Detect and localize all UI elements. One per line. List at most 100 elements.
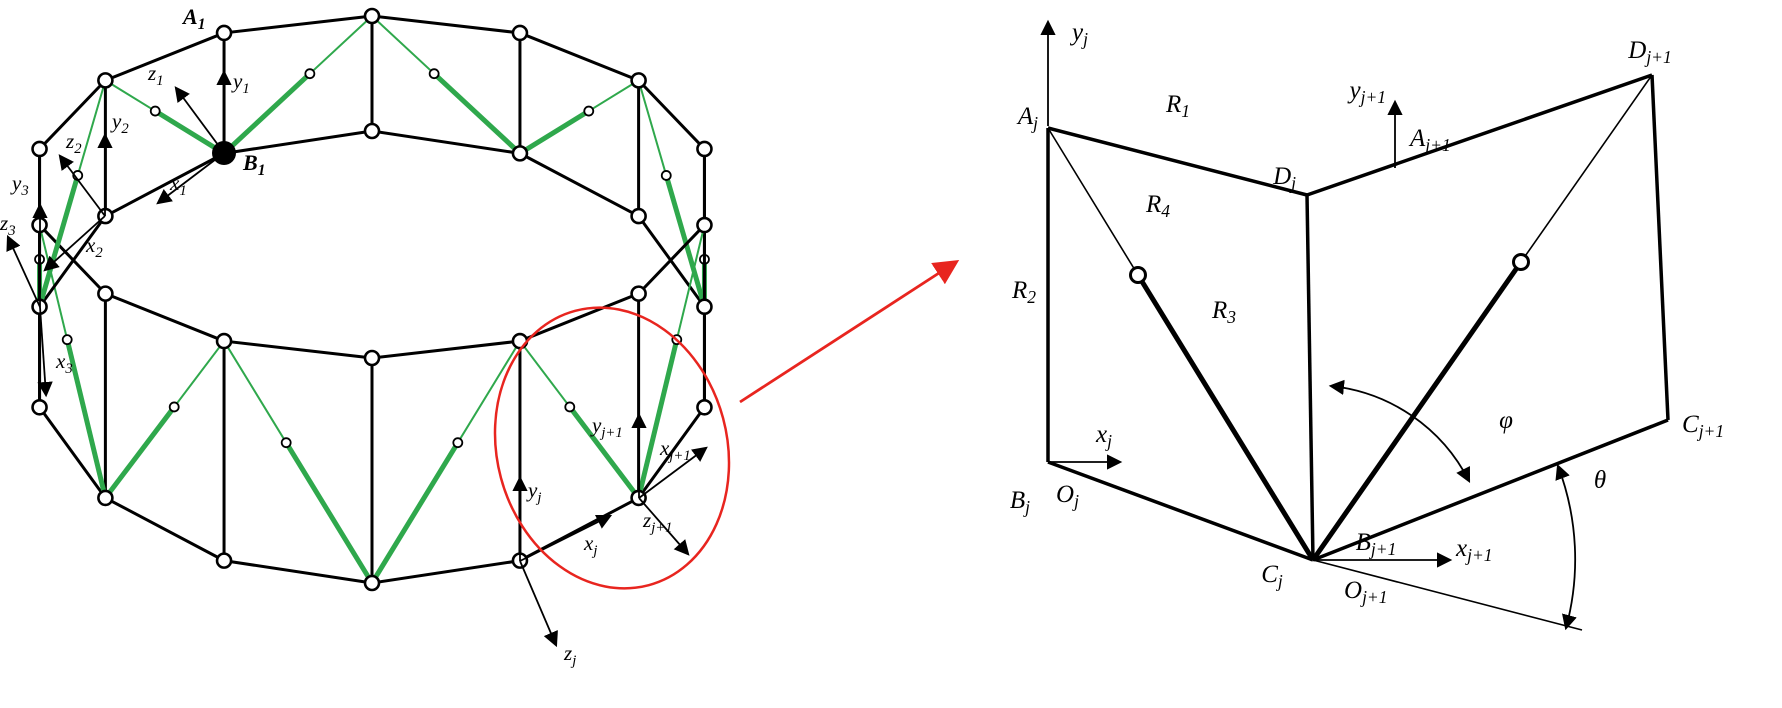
frame1-y-label: y1 bbox=[231, 69, 250, 97]
brace-joint bbox=[583, 105, 595, 117]
r1-label: R1 bbox=[1165, 91, 1190, 121]
brace-link-thin bbox=[637, 80, 668, 176]
brace-link-thin bbox=[519, 340, 571, 408]
ring-bottom-chord bbox=[223, 129, 373, 155]
revolute-joint-left bbox=[1129, 266, 1147, 284]
bj1-label: Bj+1 bbox=[1356, 529, 1397, 559]
ring-top-chord bbox=[637, 224, 706, 295]
edge-aj-dj bbox=[1047, 126, 1308, 197]
frame3-x-axis bbox=[37, 306, 53, 398]
ring-top-chord bbox=[104, 31, 225, 82]
ring-node bbox=[696, 216, 713, 234]
ring-node bbox=[696, 140, 713, 158]
framej1-z-axis bbox=[638, 497, 690, 556]
cj-label: Cj bbox=[1261, 561, 1283, 591]
dj1-label: Dj+1 bbox=[1627, 37, 1671, 67]
brace-rod-thick bbox=[369, 441, 460, 585]
node-a1-label: A1 bbox=[181, 4, 205, 33]
link-r4-right bbox=[1520, 74, 1653, 263]
brace-link-thin bbox=[675, 224, 706, 340]
frame3-z-axis bbox=[6, 234, 41, 308]
brace-rod-thick bbox=[518, 108, 591, 156]
frame2-x-label: x2 bbox=[85, 233, 103, 261]
brace-rod-thick bbox=[636, 339, 680, 499]
oj1-label: Oj+1 bbox=[1344, 577, 1387, 607]
ring-bottom-chord bbox=[519, 152, 640, 218]
brace-link-thin bbox=[223, 340, 288, 444]
yj1-axis-label: yj+1 bbox=[1346, 77, 1386, 107]
rod-r3 bbox=[1135, 273, 1316, 562]
ring-node bbox=[511, 24, 529, 42]
oj-label: Oj bbox=[1056, 481, 1079, 511]
highlight-ellipse bbox=[493, 306, 731, 590]
ring-top-chord bbox=[519, 31, 640, 82]
theta-angle-arc bbox=[1555, 463, 1577, 631]
brace-joint bbox=[61, 334, 73, 346]
edge-dj1-cj1 bbox=[1650, 74, 1670, 421]
frame2-y-label: y2 bbox=[110, 109, 129, 137]
ring-node bbox=[215, 24, 233, 42]
ring-bottom-chord bbox=[38, 406, 107, 499]
frame3-x-label: x3 bbox=[55, 349, 73, 377]
ring-node bbox=[31, 398, 48, 416]
ring-top-chord bbox=[519, 292, 640, 343]
brace-joint bbox=[452, 437, 464, 449]
brace-rod-thick bbox=[432, 71, 522, 156]
framej-z-label: zj bbox=[563, 641, 576, 669]
ring-node bbox=[97, 285, 114, 302]
revolute-joint-right bbox=[1512, 253, 1530, 271]
aj-label: Aj bbox=[1016, 103, 1038, 133]
ring-node bbox=[511, 145, 529, 162]
ring-node bbox=[630, 207, 647, 225]
dj-label: Dj bbox=[1272, 163, 1296, 193]
ring-node bbox=[31, 140, 48, 158]
framej-x-axis bbox=[519, 514, 613, 562]
ring-node bbox=[511, 332, 529, 350]
ring-truss-structure bbox=[31, 7, 713, 592]
theta-reference-line bbox=[1312, 559, 1583, 631]
frame1-z-axis bbox=[174, 86, 225, 154]
xj-axis-label: xj bbox=[1095, 421, 1112, 451]
phi-label: φ bbox=[1499, 407, 1513, 434]
ring-node bbox=[215, 332, 233, 350]
frame1-x-label: x1 bbox=[169, 171, 187, 199]
ring-bottom-chord bbox=[371, 559, 521, 585]
ring-node bbox=[630, 72, 647, 89]
ring-node bbox=[363, 122, 381, 140]
brace-link-thin bbox=[104, 79, 156, 112]
brace-rod-thick bbox=[103, 405, 177, 500]
edge-cj1-oj1 bbox=[1312, 418, 1669, 562]
rod-r3-right bbox=[1310, 260, 1524, 562]
brace-rod-thick bbox=[567, 405, 641, 500]
ring-top-chord bbox=[223, 339, 373, 360]
brace-link-thin bbox=[38, 224, 69, 340]
ring-node bbox=[363, 7, 381, 25]
phi-angle-arc bbox=[1328, 379, 1471, 484]
frame3-z-label: z3 bbox=[0, 211, 16, 239]
ring-node bbox=[696, 298, 713, 316]
ring-bottom-chord bbox=[38, 215, 107, 308]
yj-axis-label: yj bbox=[1069, 19, 1088, 49]
brace-joint bbox=[564, 401, 576, 413]
ring-bottom-chord bbox=[104, 496, 225, 562]
brace-link-thin bbox=[76, 80, 107, 176]
ring-top-chord bbox=[371, 14, 521, 35]
ring-bottom-chord bbox=[104, 152, 225, 218]
brace-rod-thick bbox=[222, 71, 312, 156]
ring-bottom-chord bbox=[223, 559, 373, 585]
brace-link-thin bbox=[309, 15, 373, 75]
ring-bottom-chord bbox=[371, 129, 521, 155]
frame1-x-axis bbox=[156, 152, 225, 205]
ring-node bbox=[363, 349, 381, 367]
brace-joint bbox=[428, 68, 440, 80]
fold-edge-dj-oj1 bbox=[1305, 194, 1315, 561]
ring-node bbox=[363, 574, 381, 592]
brace-rod-thick bbox=[284, 441, 375, 585]
xj1-axis-label: xj+1 bbox=[1455, 535, 1493, 565]
panel-detail-diagram: yj Aj R1 R4 R2 R3 Bj Oj xj Dj yj+1 Aj+1 … bbox=[1010, 19, 1724, 631]
brace-link-thin bbox=[456, 340, 521, 444]
framej-z-axis bbox=[519, 560, 558, 648]
frame1-z-label: z1 bbox=[147, 61, 164, 89]
framej1-y-label: yj+1 bbox=[590, 413, 623, 441]
